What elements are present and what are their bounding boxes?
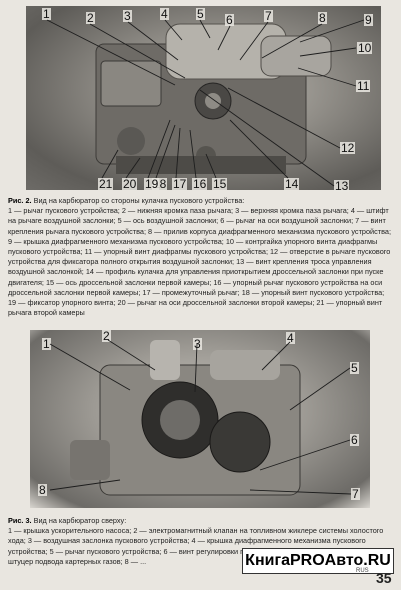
fig1-label-20: 20 [122, 177, 138, 191]
fig1-label-6: 6 [225, 13, 234, 27]
fig1-label-12: 12 [340, 141, 356, 155]
fig2-label-8: 8 [38, 483, 47, 497]
figure-2-caption: Рис. 2. Вид на карбюратор со стороны кул… [8, 196, 392, 318]
figure-3-caption: Рис. 3. Вид на карбюратор сверху: 1 — кр… [8, 516, 392, 567]
fig1-label-11: 11 [356, 79, 371, 93]
fig1-leader-lines [46, 19, 365, 187]
fig1-label-7: 7 [264, 9, 273, 23]
fig1-label-3: 3 [123, 9, 132, 23]
carburetor-top-photo [30, 330, 370, 508]
fig2-label-6: 6 [350, 433, 359, 447]
fig1-label-17: 17 [172, 177, 188, 191]
fig1-label-21: 21 [98, 177, 114, 191]
figure-3-caption-title: Рис. 3. [8, 516, 32, 525]
fig1-label-16: 16 [192, 177, 208, 191]
fig1-label-8: 8 [318, 11, 327, 25]
figure-2-caption-title: Рис. 2. [8, 196, 32, 205]
fig2-label-1: 1 [42, 337, 51, 351]
fig1-label-14: 14 [284, 177, 300, 191]
fig2-label-3: 3 [193, 337, 202, 351]
fig1-label-15: 15 [212, 177, 228, 191]
figure-2-caption-subtitle: Вид на карбюратор со стороны кулачка пус… [33, 196, 245, 205]
fig2-label-4: 4 [286, 331, 295, 345]
fig1-label-1: 1 [42, 7, 51, 21]
fig1-label-5: 5 [196, 7, 205, 21]
fig1-label-9: 9 [364, 13, 373, 27]
fig1-label-13: 13 [334, 179, 350, 193]
figure-2-caption-text: 1 — рычаг пускового устройства; 2 — нижн… [8, 206, 391, 318]
watermark-rus: RUS [356, 568, 369, 574]
figure-3-caption-text: 1 — крышка ускорительного насоса; 2 — эл… [8, 526, 384, 566]
fig2-label-7: 7 [351, 487, 360, 501]
page-number: 35 [376, 570, 392, 586]
figure-3-caption-subtitle: Вид на карбюратор сверху: [33, 516, 127, 525]
fig1-label-10: 10 [357, 41, 373, 55]
fig1-label-2: 2 [86, 11, 95, 25]
fig2-label-2: 2 [102, 329, 111, 343]
carburetor-side-photo [26, 6, 381, 190]
fig1-label-4: 4 [160, 7, 169, 21]
fig2-label-5: 5 [350, 361, 359, 375]
fig2-leader-lines [49, 339, 352, 495]
watermark-logo: КнигаPROАвто.RU [242, 548, 394, 574]
carburetor-top-illustration [70, 340, 301, 496]
watermark-text: КнигаPROАвто.RU [245, 552, 391, 569]
fig1-label-19: 19 [144, 177, 160, 191]
